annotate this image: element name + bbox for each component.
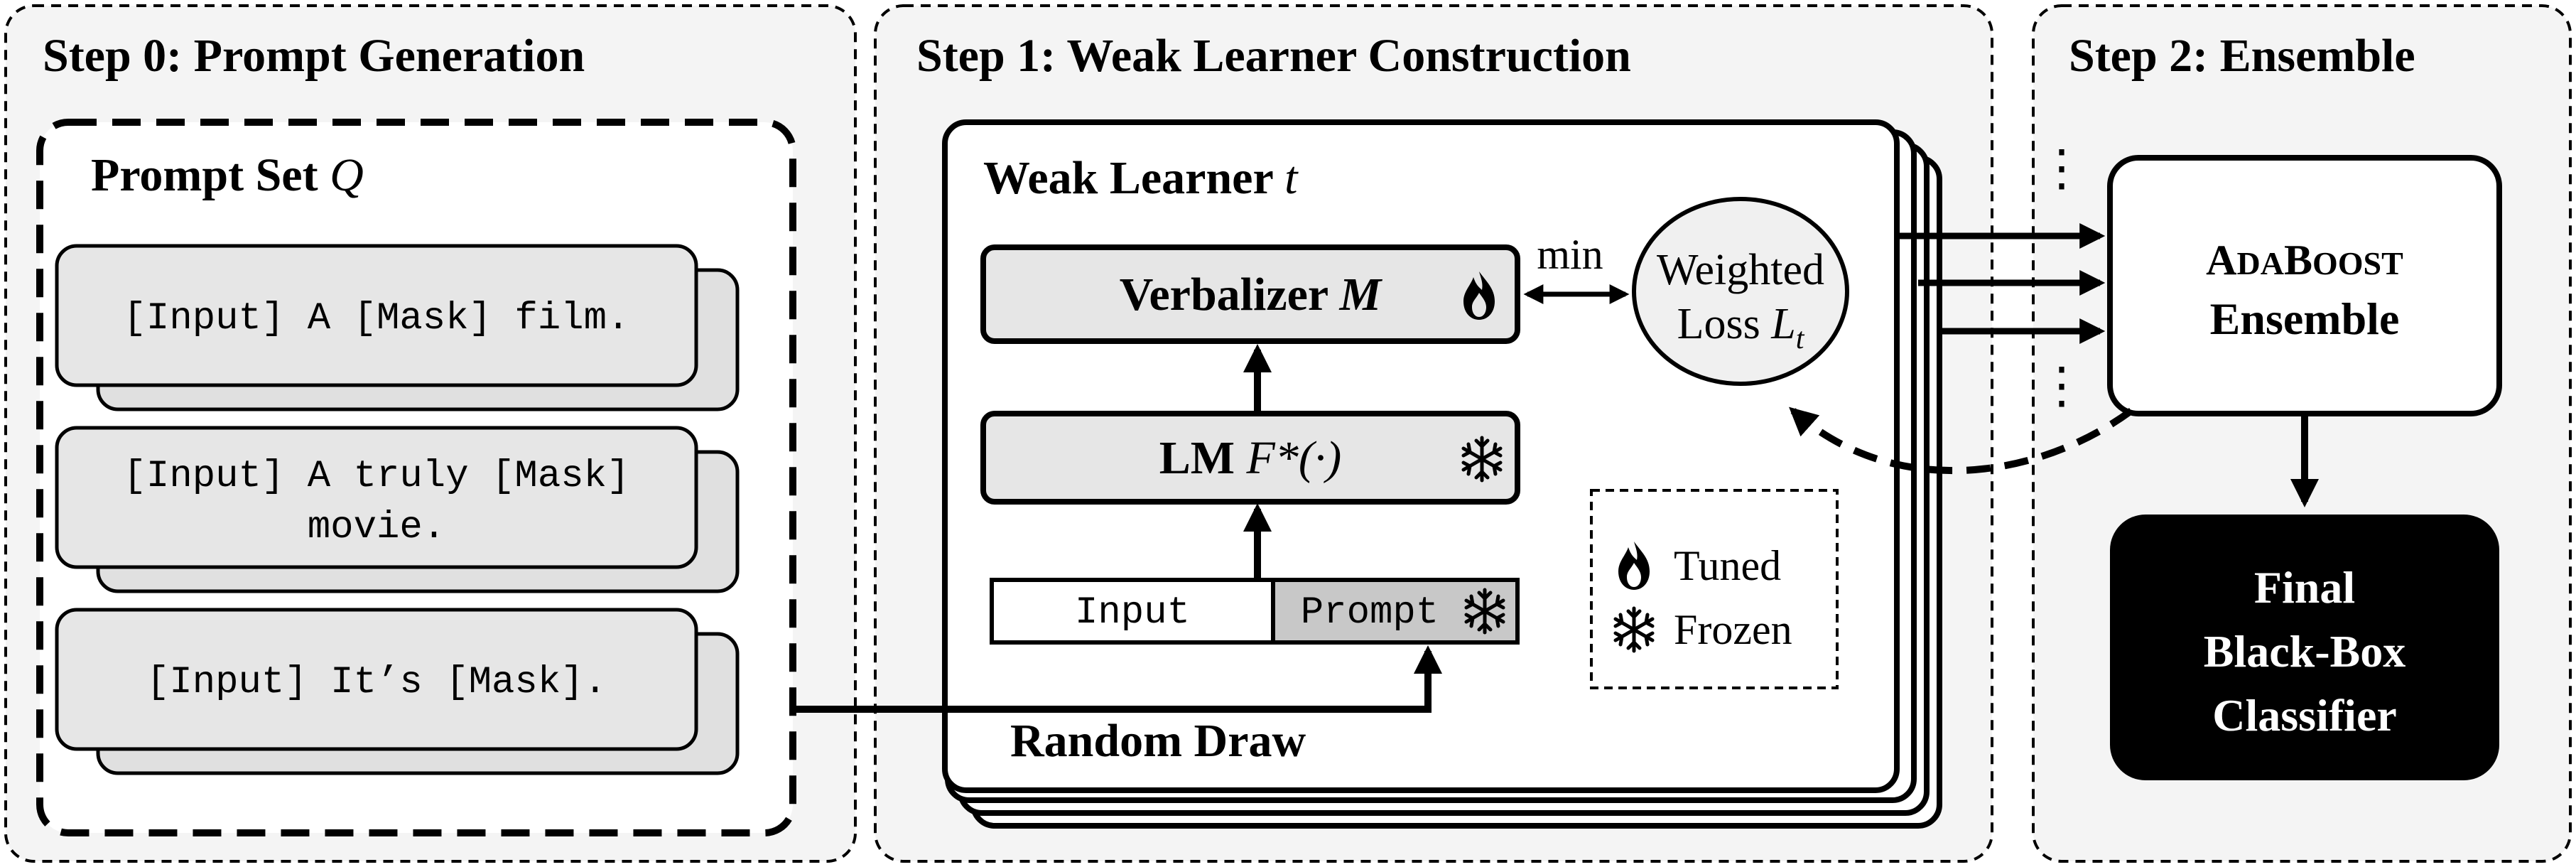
weak-learner-title: Weak Learner t: [983, 152, 1299, 204]
adaboost-oost: OOST: [2312, 245, 2403, 281]
final-line-1: Final: [2254, 562, 2355, 613]
prompt-card-2: [Input] A truly [Mask] movie.: [55, 426, 740, 593]
random-draw-arrow: [793, 645, 1442, 713]
lm-box: [980, 411, 1520, 505]
prompt-3-line-1: [Input] It’s [Mask].: [146, 661, 607, 704]
prompt-segment: [1271, 578, 1520, 645]
input-label: Input: [1075, 591, 1190, 635]
adaboost-ensemble-box: [2107, 155, 2502, 416]
final-line-2: Black-Box: [2204, 626, 2405, 677]
verbalizer-text: Verbalizer M: [1120, 269, 1383, 321]
verbalizer-symbol: M: [1339, 269, 1383, 321]
prompt-2-line-1: [Input] A truly [Mask]: [124, 455, 630, 498]
loss-label: Loss: [1677, 300, 1760, 348]
feedback-dashed-arrow: [1789, 406, 2133, 475]
prompt-card-3: [Input] It’s [Mask].: [55, 608, 740, 775]
step0-title: Step 0: Prompt Generation: [43, 30, 585, 82]
legend-box: [1590, 489, 1839, 689]
prompt-2-line-2: movie.: [308, 506, 445, 549]
ensemble-label: Ensemble: [2210, 294, 2400, 344]
loss-line-1: Weighted: [1657, 246, 1824, 294]
adaboost-title: ADABOOST: [2206, 237, 2403, 284]
random-draw-label: Random Draw: [1010, 715, 1306, 767]
weighted-loss-node: [1632, 197, 1849, 386]
ellipsis-top: ⋮: [2037, 141, 2087, 196]
lm-symbol: F*(·): [1246, 432, 1342, 484]
loss-line-2: Loss Lt: [1677, 300, 1805, 355]
weak-learner-index: t: [1284, 152, 1299, 204]
prompt-1-line-1: [Input] A [Mask] film.: [124, 297, 630, 340]
prompt-card-1: [Input] A [Mask] film.: [55, 244, 740, 411]
adaboost-a: A: [2206, 237, 2236, 284]
adaboost-da: DA: [2237, 245, 2284, 281]
final-line-3: Classifier: [2212, 690, 2397, 741]
ellipsis-bottom: ⋮: [2037, 359, 2087, 414]
lm-label: LM: [1159, 432, 1235, 484]
legend-tuned: Tuned: [1674, 542, 1781, 589]
step2-title: Step 2: Ensemble: [2069, 30, 2415, 82]
verbalizer-box: [980, 244, 1520, 344]
prompt-label: Prompt: [1301, 591, 1439, 635]
loss-symbol: L: [1770, 300, 1795, 348]
prompt-set-symbol: Q: [330, 149, 364, 201]
verbalizer-label: Verbalizer: [1120, 269, 1328, 321]
min-label: min: [1537, 231, 1603, 278]
weak-learner-label: Weak Learner: [983, 152, 1273, 204]
legend-frozen: Frozen: [1674, 606, 1792, 653]
step1-title: Step 1: Weak Learner Construction: [916, 30, 1631, 82]
lm-text: LM F*(·): [1159, 432, 1342, 484]
loss-subscript: t: [1796, 323, 1805, 355]
final-classifier-box: [2110, 515, 2499, 780]
adaboost-b: B: [2284, 237, 2312, 284]
prompt-set-label: Prompt Set: [91, 149, 318, 201]
prompt-set-title: Prompt Set Q: [91, 149, 364, 201]
